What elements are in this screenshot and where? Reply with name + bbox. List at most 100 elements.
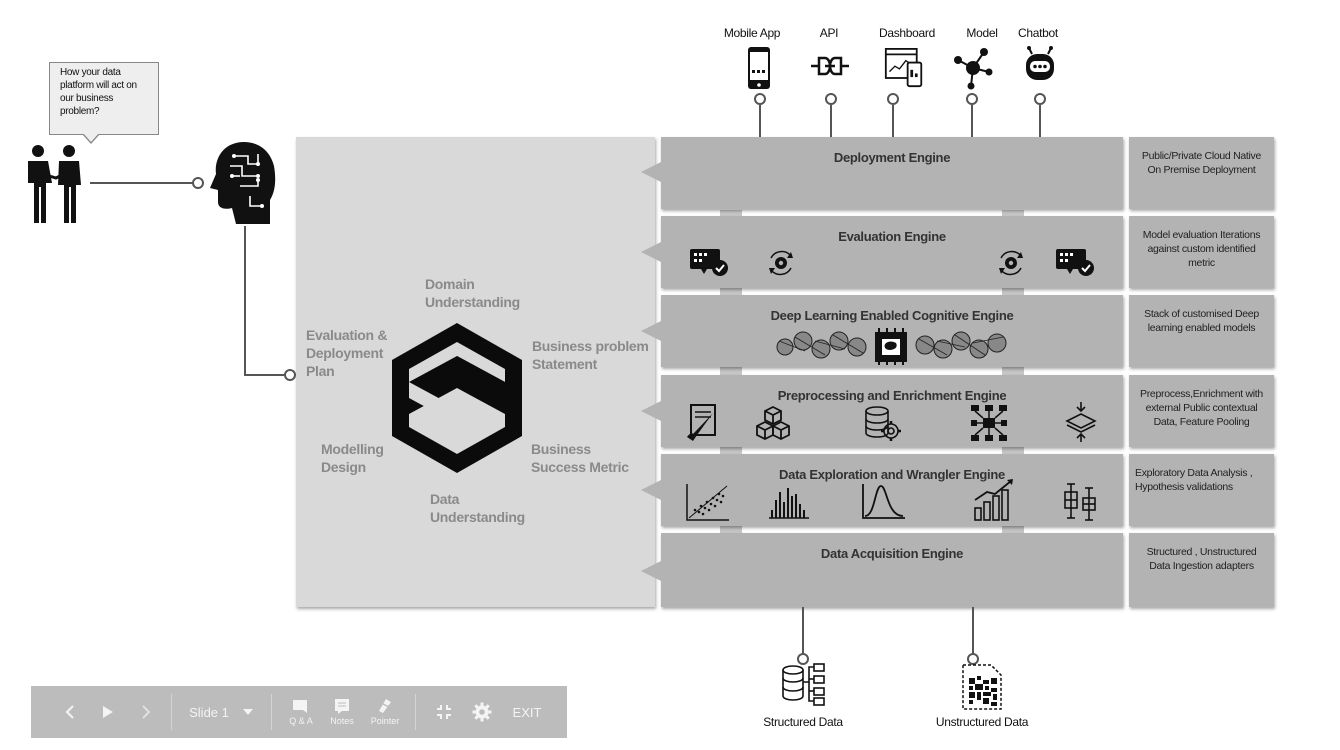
chevron-right-icon — [142, 705, 151, 719]
exit-fullscreen-button[interactable] — [431, 686, 457, 738]
exit-button[interactable]: EXIT — [512, 704, 542, 720]
structured-database-icon — [782, 663, 825, 706]
engine-notch — [641, 401, 661, 421]
engine-notch — [641, 321, 661, 341]
slide-selector-label: Slide 1 — [189, 704, 229, 720]
cycle-business-success-label: Business Success Metric — [531, 441, 629, 475]
engine-notch — [641, 242, 661, 262]
connector-ring — [1034, 93, 1046, 105]
connector-ring — [967, 653, 979, 665]
mobile-phone-icon — [748, 47, 770, 89]
histogram-icon — [769, 488, 809, 519]
settings-button[interactable] — [469, 686, 495, 738]
connector-line — [971, 105, 973, 137]
unstructured-data-label: Unstructured Data — [935, 715, 1029, 729]
deep-learning-description: Stack of customised Deep learning enable… — [1129, 295, 1274, 367]
chatbot-label: Chatbot — [1018, 26, 1058, 40]
exploration-description: Exploratory Data Analysis , Hypothesis v… — [1129, 454, 1274, 526]
scatter-plot-icon — [686, 484, 729, 521]
cycle-domain-label: Domain Understanding — [425, 276, 520, 310]
speech-callout: How your data platform will act on our b… — [49, 62, 159, 135]
cycle-data-understanding-label: Data Understanding — [430, 491, 525, 525]
preprocessing-engine-title: Preprocessing and Enrichment Engine — [777, 388, 1007, 403]
layers-compress-icon — [1065, 402, 1097, 442]
acquisition-description: Structured , Unstructured Data Ingestion… — [1129, 533, 1274, 607]
data-exploration-engine-title: Data Exploration and Wrangler Engine — [779, 467, 1005, 482]
connector-ring — [825, 93, 837, 105]
mobile-app-label: Mobile App — [723, 26, 781, 40]
ai-head-icon — [210, 142, 276, 224]
api-label: API — [819, 26, 839, 40]
model-label: Model — [966, 26, 998, 40]
notes-button[interactable]: Notes — [323, 686, 361, 738]
evaluation-engine: Evaluation Engine — [641, 216, 1123, 288]
dashboard-label: Dashboard — [878, 26, 935, 40]
next-slide-button[interactable] — [133, 686, 159, 738]
box-plot-icon — [1064, 483, 1096, 521]
document-brush-icon — [687, 404, 716, 441]
deep-learning-engine: Deep Learning Enabled Cognitive Engine — [641, 295, 1123, 367]
cycle-business-problem-label: Business problem Statement — [532, 338, 649, 372]
laser-pointer-icon — [379, 699, 391, 713]
notes-icon — [335, 699, 349, 714]
checklist-board-icon — [1056, 249, 1094, 276]
gear-icon — [472, 702, 492, 722]
toolbar-divider — [171, 694, 172, 730]
cycle-modelling-label: Modelling Design — [321, 441, 384, 475]
database-gear-icon — [865, 406, 901, 441]
deployment-engine: Deployment Engine — [641, 137, 1123, 209]
structured-data-label: Structured Data — [763, 715, 843, 729]
data-acquisition-engine-title: Data Acquisition Engine — [820, 546, 964, 561]
cycle-gear-icon — [769, 250, 793, 276]
cubes-icon — [756, 405, 790, 441]
business-handshake-icon — [28, 145, 81, 223]
qa-label: Q & A — [289, 715, 313, 726]
qa-button[interactable]: Q & A — [283, 686, 319, 738]
presentation-toolbar: Slide 1 Q & A Notes Pointer EXIT — [31, 686, 567, 738]
hierarchy-network-icon — [971, 405, 1007, 441]
connector-ring — [887, 93, 899, 105]
data-acquisition-engine: Data Acquisition Engine — [641, 533, 1123, 607]
connector-ring — [966, 93, 978, 105]
connector-line — [759, 105, 761, 139]
play-icon — [103, 706, 113, 718]
chevron-down-icon — [242, 709, 253, 715]
notes-label: Notes — [330, 716, 354, 726]
cycle-gear-icon — [999, 250, 1023, 276]
connector-ring — [754, 93, 766, 105]
connector-line — [244, 226, 246, 376]
dashboard-icon — [884, 48, 923, 88]
bell-curve-icon — [862, 484, 905, 519]
connector-line — [802, 607, 804, 655]
toolbar-divider — [271, 694, 272, 730]
engine-notch — [641, 162, 661, 182]
hexagon-logo — [392, 323, 522, 473]
connector-ring — [192, 177, 204, 189]
slide-selector[interactable]: Slide 1 — [179, 686, 263, 738]
connector-ring — [797, 653, 809, 665]
previous-slide-button[interactable] — [57, 686, 83, 738]
deployment-engine-title: Deployment Engine — [833, 150, 951, 165]
connector-line — [90, 182, 194, 184]
chevron-left-icon — [65, 705, 74, 719]
evaluation-description: Model evaluation Iterations against cust… — [1129, 216, 1274, 288]
pointer-button[interactable]: Pointer — [365, 686, 405, 738]
deployment-description: Public/Private Cloud Native On Premise D… — [1129, 137, 1274, 209]
play-button[interactable] — [95, 686, 121, 738]
data-exploration-engine: Data Exploration and Wrangler Engine — [641, 454, 1123, 526]
connector-line — [892, 105, 894, 137]
connector-ring — [284, 369, 296, 381]
plug-icon — [811, 56, 849, 76]
toolbar-divider — [415, 694, 416, 730]
connector-line — [830, 105, 832, 137]
preprocessing-engine: Preprocessing and Enrichment Engine — [641, 375, 1123, 447]
methodology-panel: Domain Understanding Business problem St… — [296, 137, 655, 607]
connector-line — [244, 374, 286, 376]
cycle-evaluation-label: Evaluation & Deployment Plan — [306, 327, 388, 379]
engine-notch — [641, 561, 661, 581]
neural-network-chip-icon — [776, 328, 1007, 365]
callout-tail-inner — [83, 133, 99, 142]
collapse-icon — [437, 705, 451, 719]
connector-line — [1039, 105, 1041, 137]
pointer-label: Pointer — [370, 716, 400, 726]
